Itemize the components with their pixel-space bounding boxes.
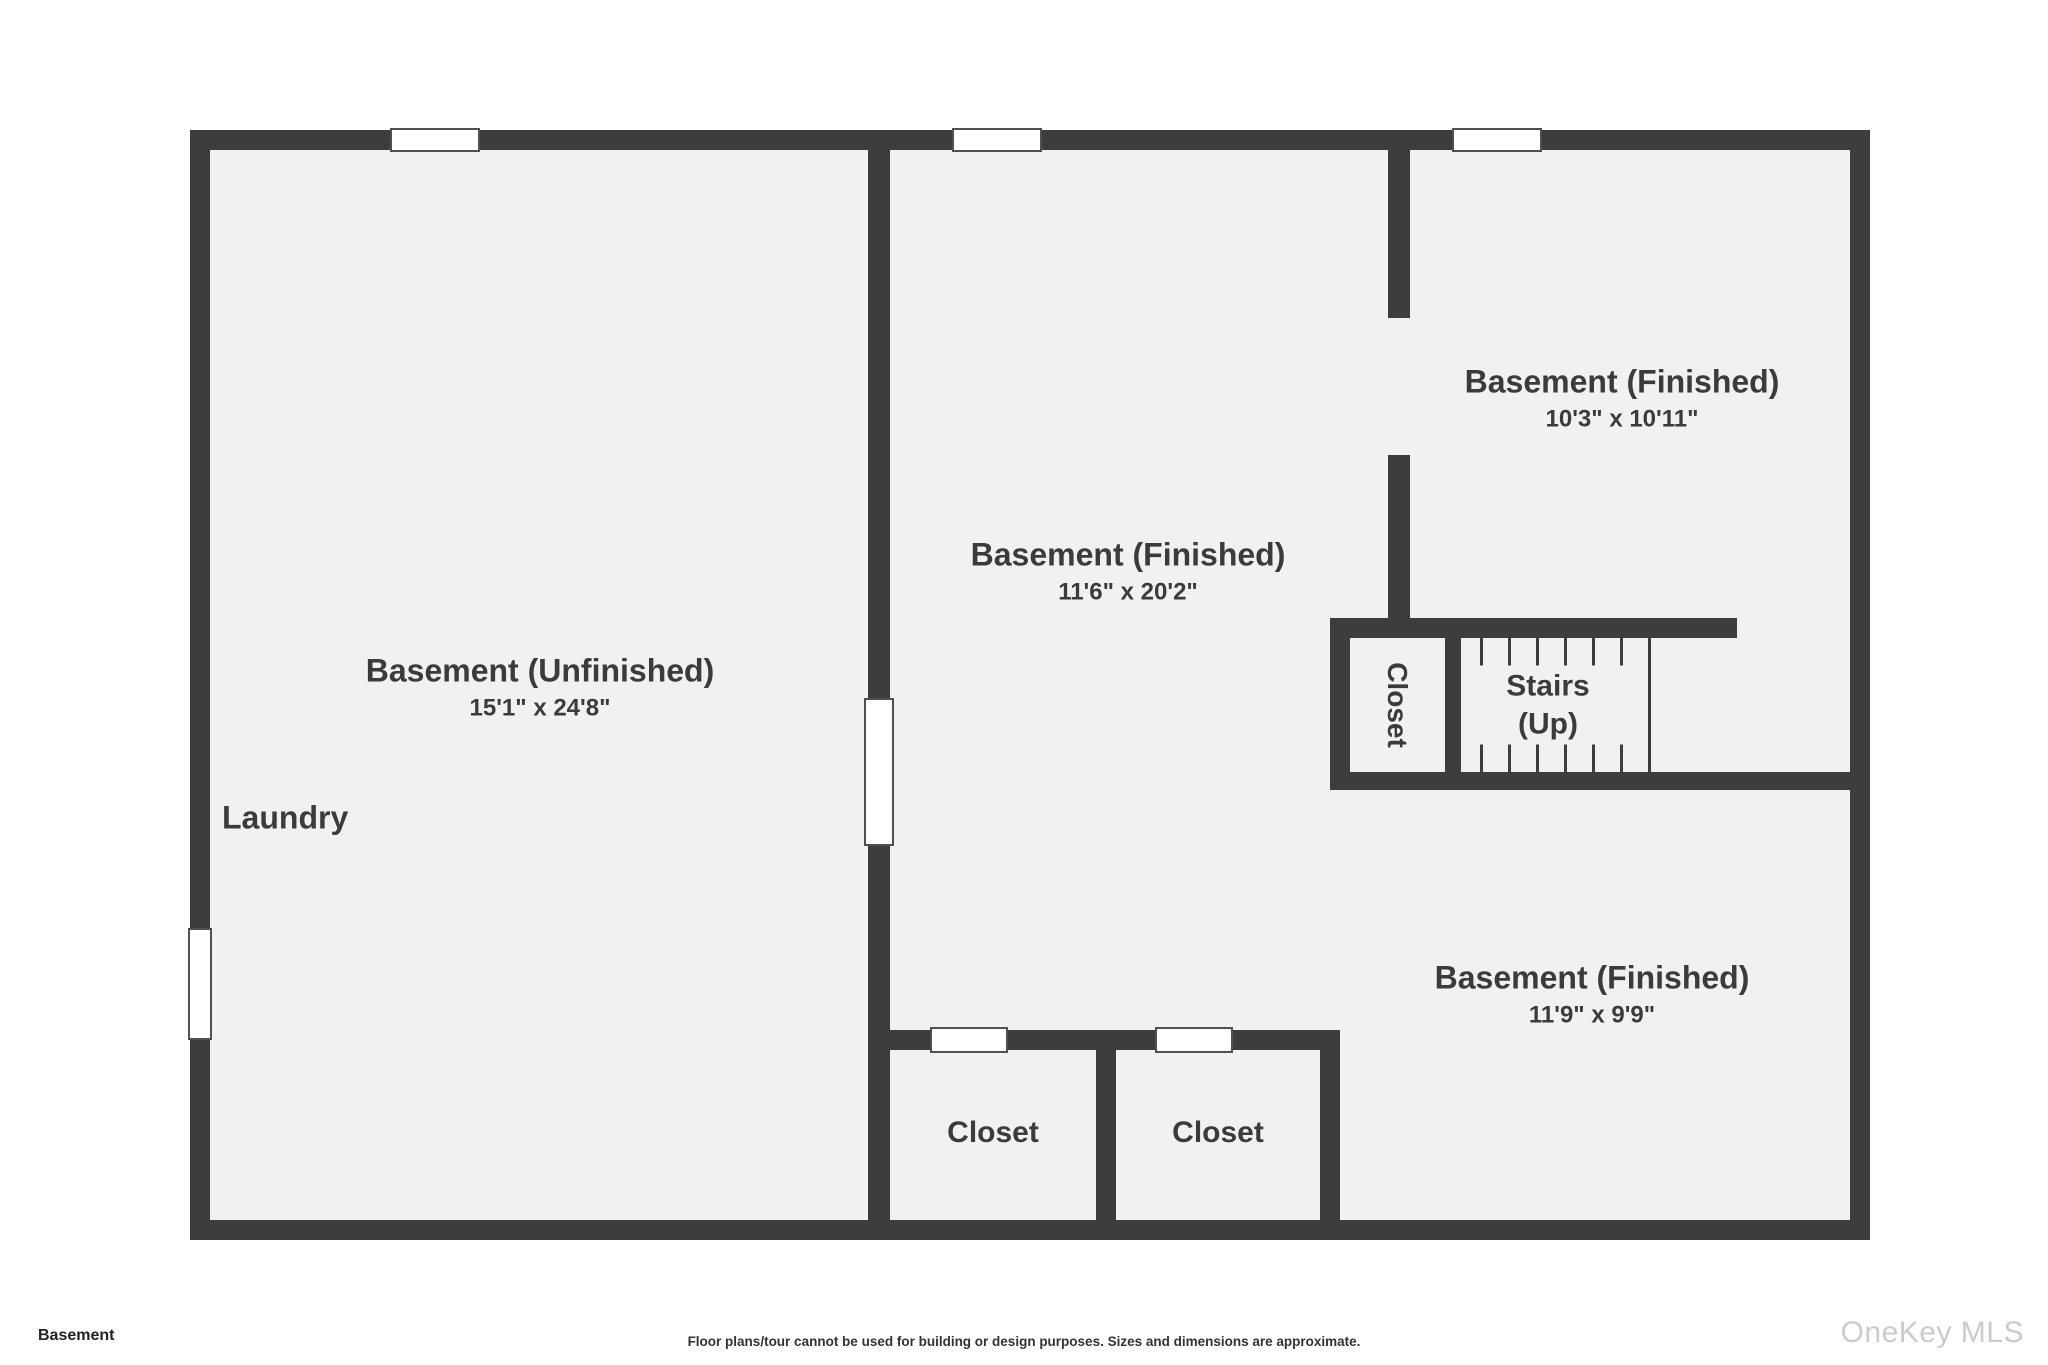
room-label-laundry: Laundry bbox=[222, 799, 349, 836]
window-top-left bbox=[390, 128, 480, 152]
stairs-wall-top bbox=[1330, 618, 1737, 638]
floor-plan: Basement (Unfinished) 15'1" x 24'8" Laun… bbox=[188, 128, 1870, 1240]
room-label-closet-bottom-left: Closet bbox=[947, 1116, 1039, 1149]
closets-wall-right bbox=[1320, 1030, 1340, 1220]
opening-unfinished-divider bbox=[864, 698, 894, 846]
room-label-basement-finished-upper-right: Basement (Finished) 10'3" x 10'11" bbox=[1465, 364, 1780, 435]
closets-wall-middle bbox=[1096, 1030, 1116, 1220]
room-label-basement-finished-lower-right: Basement (Finished) 11'9" x 9'9" bbox=[1435, 960, 1750, 1031]
room-name: Basement (Unfinished) bbox=[365, 652, 715, 689]
door-closet-left bbox=[930, 1027, 1008, 1053]
room-dims: 11'6" x 20'2" bbox=[1058, 578, 1198, 606]
wall-upper-right-divider-bottom bbox=[1388, 455, 1410, 637]
room-dims: 11'9" x 9'9" bbox=[1528, 1001, 1656, 1029]
door-closet-right bbox=[1155, 1027, 1233, 1053]
room-name: Basement (Finished) bbox=[1434, 959, 1750, 996]
room-label-basement-unfinished: Basement (Unfinished) 15'1" x 24'8" bbox=[366, 653, 714, 724]
room-label-closet-by-stairs: Closet bbox=[1382, 662, 1413, 748]
wall-unfinished-divider bbox=[868, 150, 890, 1220]
window-top-right bbox=[1452, 128, 1542, 152]
stairs-closet-divider bbox=[1445, 638, 1461, 772]
outer-wall-right bbox=[1850, 130, 1870, 1240]
outer-wall-bottom bbox=[190, 1220, 1870, 1240]
stairs-wall-bottom bbox=[1330, 772, 1850, 790]
outer-wall-left bbox=[190, 130, 210, 1240]
room-name: Basement (Finished) bbox=[970, 536, 1286, 573]
mls-watermark: OneKey MLS bbox=[1840, 1316, 2024, 1349]
room-dims: 15'1" x 24'8" bbox=[469, 694, 611, 722]
room-label-closet-bottom-right: Closet bbox=[1172, 1116, 1264, 1149]
floor-name-label: Basement bbox=[38, 1327, 115, 1344]
wall-upper-right-divider-top bbox=[1388, 150, 1410, 318]
room-label-basement-finished-center: Basement (Finished) 11'6" x 20'2" bbox=[971, 537, 1286, 608]
stair-tread bbox=[1648, 638, 1651, 772]
room-label-stairs-up: Stairs (Up) bbox=[1473, 665, 1623, 745]
stairs-wall-left bbox=[1330, 618, 1350, 790]
window-left-wall bbox=[188, 928, 212, 1040]
window-top-center bbox=[952, 128, 1042, 152]
room-dims: 10'3" x 10'11" bbox=[1545, 405, 1699, 433]
disclaimer-text: Floor plans/tour cannot be used for buil… bbox=[687, 1334, 1361, 1349]
room-name: Basement (Finished) bbox=[1464, 363, 1780, 400]
